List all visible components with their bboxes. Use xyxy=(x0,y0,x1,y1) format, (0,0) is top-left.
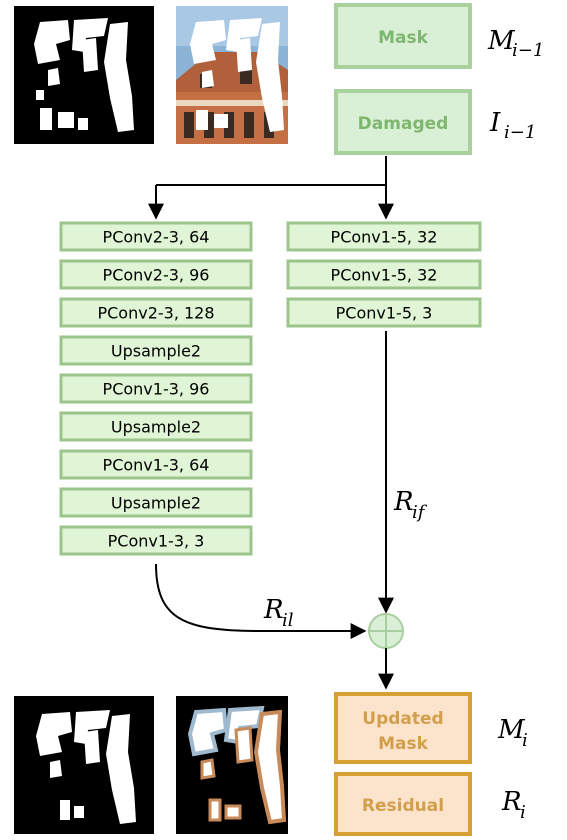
sum-node-icon xyxy=(368,613,404,649)
left-branch: PConv2-3, 64 PConv2-3, 96 PConv2-3, 128Ups… xyxy=(59,221,253,556)
updated-mask-symbol: M i xyxy=(497,715,528,751)
damaged-symbol-sub: i−1 xyxy=(504,122,536,143)
left-branch-layer-box xyxy=(59,259,253,290)
left-branch-layer-label: PConv1-3, 3 xyxy=(108,532,205,551)
left-branch-layer: PConv2-3, 96 xyxy=(59,259,253,290)
left-branch-layer: PConv1-3, 3 xyxy=(59,525,253,556)
left-branch-layer: Upsample2 xyxy=(59,411,253,442)
left-branch-layer: PConv2-3, 128 xyxy=(59,297,253,328)
mask-symbol-sub: i−1 xyxy=(512,40,544,61)
right-branch-layer: PConv1-5, 32 xyxy=(286,221,482,252)
r-il-symbol: R xyxy=(263,595,284,625)
left-branch-layer-label: PConv2-3, 128 xyxy=(97,304,214,323)
right-branch: PConv1-5, 32 PConv1-5, 32 PConv1-5, 3 xyxy=(286,221,482,328)
left-branch-layer-box xyxy=(59,297,253,328)
left-branch-layer-label: PConv1-3, 96 xyxy=(103,380,210,399)
left-branch-layer-box xyxy=(59,525,253,556)
damaged-input-box: Damaged xyxy=(334,89,472,155)
r-il-label: R il xyxy=(263,595,294,631)
left-branch-layer-box xyxy=(59,221,253,252)
residual-output-rect xyxy=(334,772,472,836)
mask-input-rect xyxy=(334,3,472,69)
mask-input-box: Mask xyxy=(334,3,472,69)
right-branch-layer-box xyxy=(286,221,482,252)
left-branch-layer: PConv2-3, 64 xyxy=(59,221,253,252)
left-branch-curve xyxy=(155,563,367,639)
left-branch-layer-box xyxy=(59,411,253,442)
left-branch-layer-label: PConv2-3, 96 xyxy=(103,266,210,285)
right-branch-layer: PConv1-5, 3 xyxy=(286,297,482,328)
residual-symbol-main: R xyxy=(501,787,522,817)
right-branch-layer-label: PConv1-5, 32 xyxy=(331,228,438,247)
r-if-label: R if xyxy=(393,487,428,523)
residual-symbol-sub: i xyxy=(520,802,526,823)
left-branch-layer-label: Upsample2 xyxy=(111,494,201,513)
left-branch-layer-label: PConv1-3, 64 xyxy=(103,456,210,475)
left-branch-layer-label: Upsample2 xyxy=(111,418,201,437)
r-if-subscript: if xyxy=(412,502,428,523)
right-branch-layer-label: PConv1-5, 32 xyxy=(331,266,438,285)
left-branch-layer: Upsample2 xyxy=(59,487,253,518)
left-branch-layer: Upsample2 xyxy=(59,335,253,366)
mask-image-bottom xyxy=(14,696,154,834)
r-il-subscript: il xyxy=(282,610,294,631)
updated-mask-label-line2: Mask xyxy=(378,734,429,754)
left-branch-layer: PConv1-3, 64 xyxy=(59,449,253,480)
left-branch-layer-label: Upsample2 xyxy=(111,342,201,361)
damaged-photo-image xyxy=(176,6,288,144)
damaged-input-rect xyxy=(334,89,472,155)
r-if-symbol: R xyxy=(393,487,414,517)
left-branch-layer: PConv1-3, 96 xyxy=(59,373,253,404)
left-branch-layer-label: PConv2-3, 64 xyxy=(103,228,210,247)
updated-mask-output-box: Updated Mask xyxy=(334,692,472,764)
left-branch-layer-box xyxy=(59,449,253,480)
mask-symbol-main: M xyxy=(487,26,516,56)
left-branch-layer-box xyxy=(59,373,253,404)
residual-symbol: R i xyxy=(501,787,526,823)
updated-mask-symbol-main: M xyxy=(497,715,526,745)
right-branch-layer-box xyxy=(286,297,482,328)
left-branch-layer-box xyxy=(59,335,253,366)
updated-mask-label-line1: Updated xyxy=(362,709,443,729)
damaged-input-label: Damaged xyxy=(358,114,449,134)
residual-output-box: Residual xyxy=(334,772,472,836)
residual-image xyxy=(176,696,288,834)
mask-symbol: M i−1 xyxy=(487,26,544,61)
residual-output-label: Residual xyxy=(362,796,444,816)
right-branch-layer-box xyxy=(286,259,482,290)
mask-image-top xyxy=(14,6,154,144)
split-arrows xyxy=(148,156,394,220)
damaged-symbol: I i−1 xyxy=(489,108,536,143)
updated-mask-symbol-sub: i xyxy=(522,730,528,751)
updated-mask-rect xyxy=(334,692,472,764)
mask-input-label: Mask xyxy=(378,28,429,48)
right-branch-layer-label: PConv1-5, 3 xyxy=(336,304,433,323)
left-branch-layer-box xyxy=(59,487,253,518)
damaged-symbol-main: I xyxy=(489,108,501,138)
right-branch-layer: PConv1-5, 32 xyxy=(286,259,482,290)
